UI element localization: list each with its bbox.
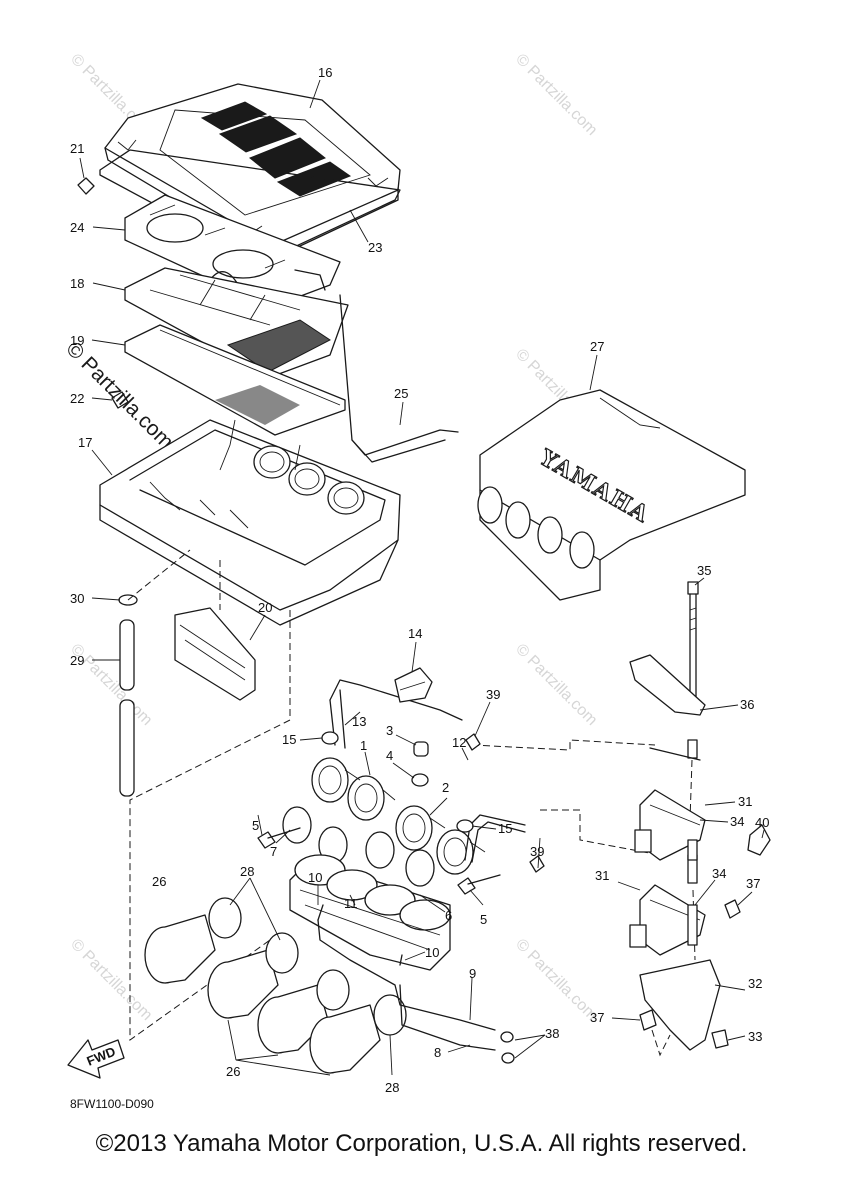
callout-16[interactable]: 16 — [318, 65, 332, 80]
gasket — [99, 149, 401, 263]
leader-lines — [79, 79, 765, 1076]
fwd-arrow: FWD — [67, 1039, 125, 1079]
callout-25[interactable]: 25 — [394, 386, 408, 401]
callout-31[interactable]: 31 — [595, 868, 609, 883]
drain-hose — [118, 594, 138, 797]
callout-10[interactable]: 10 — [425, 945, 439, 960]
callout-5[interactable]: 5 — [252, 818, 259, 833]
callout-18[interactable]: 18 — [70, 276, 84, 291]
watermark: © Partzilla.com — [512, 936, 600, 1024]
watermark: © Partzilla.com — [512, 641, 600, 729]
callout-17[interactable]: 17 — [78, 435, 92, 450]
callout-27[interactable]: 27 — [590, 339, 604, 354]
intake-duct — [174, 607, 256, 701]
callout-37[interactable]: 37 — [590, 1010, 604, 1025]
callout-26[interactable]: 26 — [226, 1064, 240, 1079]
intake-funnels — [144, 914, 381, 1074]
small-fittings — [321, 731, 545, 873]
joint-clip — [111, 391, 129, 409]
watermark: © Partzilla.com — [512, 51, 600, 139]
callout-10[interactable]: 10 — [308, 870, 322, 885]
hose — [317, 919, 496, 1031]
callout-6[interactable]: 6 — [445, 908, 452, 923]
hose-clip — [394, 667, 433, 703]
watermark: © Partzilla.com — [67, 936, 155, 1024]
filter-frame — [124, 267, 349, 379]
callout-19[interactable]: 19 — [70, 333, 84, 348]
bracket — [629, 654, 706, 716]
bolts — [639, 899, 741, 1049]
intake-plate — [124, 194, 341, 301]
filter-element — [124, 324, 346, 436]
callout-35[interactable]: 35 — [697, 563, 711, 578]
funnel-clamps — [208, 897, 407, 1036]
callout-20[interactable]: 20 — [258, 600, 272, 615]
callout-34[interactable]: 34 — [730, 814, 744, 829]
diagram-code: 8FW1100-D090 — [70, 1097, 154, 1111]
callout-39[interactable]: 39 — [530, 844, 544, 859]
throttle-bodies — [289, 854, 451, 971]
air-box — [99, 419, 401, 626]
callout-7[interactable]: 7 — [270, 844, 277, 859]
callout-2[interactable]: 2 — [442, 780, 449, 795]
callout-28[interactable]: 28 — [385, 1080, 399, 1095]
callout-8[interactable]: 8 — [434, 1045, 441, 1060]
mount-bolt — [687, 581, 699, 701]
callout-39[interactable]: 39 — [486, 687, 500, 702]
mount-plate — [639, 959, 721, 1051]
screws — [257, 827, 501, 895]
callout-36[interactable]: 36 — [740, 697, 754, 712]
fuel-pump-lower — [629, 839, 706, 956]
callout-34[interactable]: 34 — [712, 866, 726, 881]
callout-28[interactable]: 28 — [240, 864, 254, 879]
callout-1[interactable]: 1 — [360, 738, 367, 753]
callout-38[interactable]: 38 — [545, 1026, 559, 1041]
top-cover: YAMAHA — [477, 389, 746, 601]
callouts: 16 21 24 23 18 19 22 17 25 27 30 20 29 3… — [70, 65, 769, 1095]
callout-15[interactable]: 15 — [282, 732, 296, 747]
callout-14[interactable]: 14 — [408, 626, 422, 641]
hose — [329, 679, 463, 721]
callout-33[interactable]: 33 — [748, 1029, 762, 1044]
callout-15[interactable]: 15 — [498, 821, 512, 836]
clamp — [747, 824, 771, 856]
callout-26[interactable]: 26 — [152, 874, 166, 889]
callout-24[interactable]: 24 — [70, 220, 84, 235]
callout-23[interactable]: 23 — [368, 240, 382, 255]
callout-29[interactable]: 29 — [70, 653, 84, 668]
callout-32[interactable]: 32 — [748, 976, 762, 991]
callout-5[interactable]: 5 — [480, 912, 487, 927]
breather-hose — [339, 294, 459, 456]
callout-13[interactable]: 13 — [352, 714, 366, 729]
callout-9[interactable]: 9 — [469, 966, 476, 981]
callout-40[interactable]: 40 — [755, 815, 769, 830]
copyright-notice: ©2013 Yamaha Motor Corporation, U.S.A. A… — [95, 1130, 748, 1157]
fuel-pump-upper — [634, 739, 706, 884]
hose-clips — [500, 1031, 515, 1064]
intake-joints — [311, 757, 486, 875]
callout-30[interactable]: 30 — [70, 591, 84, 606]
callout-3[interactable]: 3 — [386, 723, 393, 738]
clip — [77, 177, 95, 195]
callout-12[interactable]: 12 — [452, 735, 466, 750]
callout-11[interactable]: 11 — [344, 896, 358, 911]
callout-21[interactable]: 21 — [70, 141, 84, 156]
callout-37[interactable]: 37 — [746, 876, 760, 891]
hose — [464, 814, 526, 861]
callout-31[interactable]: 31 — [738, 794, 752, 809]
callout-4[interactable]: 4 — [386, 748, 393, 763]
callout-22[interactable]: 22 — [70, 391, 84, 406]
